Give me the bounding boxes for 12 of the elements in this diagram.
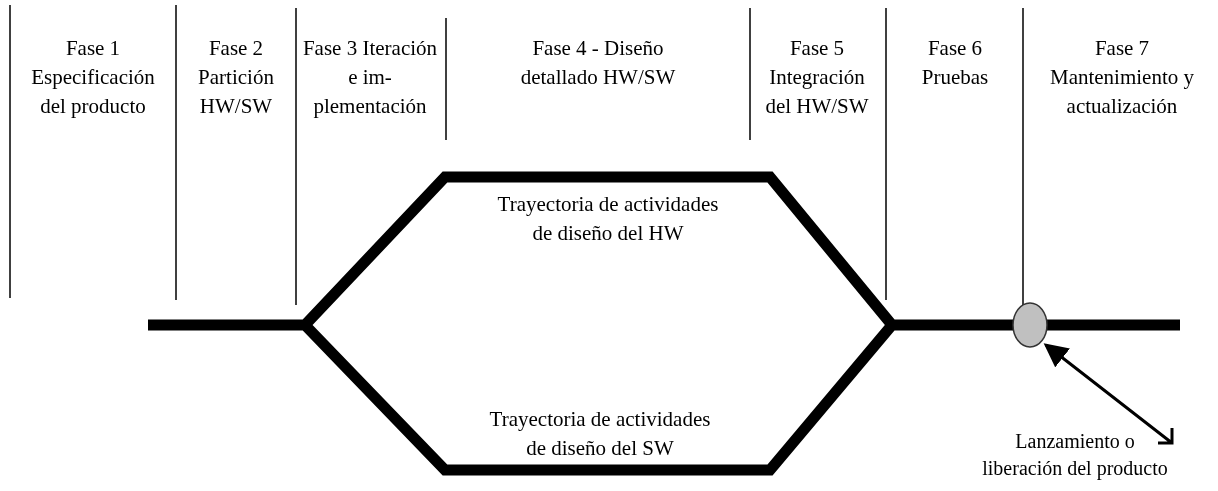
phase-label: Fase 2 Partición HW/SW — [197, 35, 275, 120]
phase-label: Fase 3 Iteración e im-plementación — [302, 35, 438, 120]
phase-label: Fase 5 Integración del HW/SW — [764, 35, 870, 120]
path-label: Trayectoria de actividades de diseño del HW — [496, 191, 720, 247]
phase-label: Fase 7 Mantenimiento y actualización — [1048, 35, 1196, 120]
arrow — [1043, 343, 1174, 445]
phase-label: Fase 6 Pruebas — [920, 35, 990, 91]
callout-text: Lanzamiento o liberación del producto — [975, 428, 1175, 482]
path-label: Trayectoria de actividades de diseño del SW — [488, 406, 712, 462]
phase-label: Fase 1 Especificación del producto — [30, 35, 156, 120]
phase-label: Fase 4 - Diseño detallado HW/SW — [519, 35, 677, 91]
release-marker — [1012, 302, 1048, 348]
